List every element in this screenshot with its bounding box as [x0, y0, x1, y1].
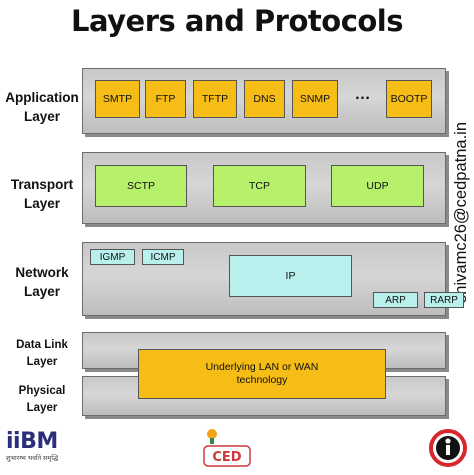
- datalink-layer-label-line1: Data Link: [16, 339, 68, 351]
- iibm-logo: iiBM शुभारम्भ भवति समृद्धि: [6, 430, 86, 470]
- underlying-line1: Underlying LAN or WAN: [205, 361, 319, 373]
- underlying-line2: technology: [236, 374, 288, 386]
- igmp-box: IGMP: [90, 249, 135, 265]
- transport-layer-label-line2: Layer: [23, 196, 61, 211]
- rarp-box: RARP: [424, 292, 464, 308]
- datalink-layer-label: Data Link Layer: [2, 337, 82, 371]
- network-layer-label: Network Layer: [2, 263, 82, 301]
- bootp-box: BOOTP: [386, 80, 432, 118]
- application-layer-label-line1: Application: [5, 90, 79, 105]
- ced-logo: CED: [200, 426, 254, 470]
- smtp-box: SMTP: [95, 80, 140, 118]
- email-side-text: shivamc26@cedpatna.in: [452, 122, 470, 303]
- iibm-logo-text: iiBM: [6, 429, 58, 454]
- datalink-layer-label-line2: Layer: [26, 356, 58, 368]
- udp-box: UDP: [331, 165, 424, 207]
- physical-layer-label-line1: Physical: [18, 385, 66, 397]
- application-layer-label-line2: Layer: [23, 109, 61, 124]
- i-circle-logo-icon: [429, 429, 467, 467]
- network-layer-label-line1: Network: [15, 265, 69, 280]
- transport-layer-label: Transport Layer: [2, 175, 82, 213]
- dns-box: DNS: [244, 80, 285, 118]
- sctp-box: SCTP: [95, 165, 187, 207]
- snmp-box: SNMP: [292, 80, 338, 118]
- arp-box: ARP: [373, 292, 418, 308]
- icmp-box: ICMP: [142, 249, 184, 265]
- iibm-logo-tagline: शुभारम्भ भवति समृद्धि: [6, 455, 59, 462]
- ced-logo-icon: CED: [203, 429, 251, 467]
- tcp-box: TCP: [213, 165, 306, 207]
- tftp-box: TFTP: [193, 80, 237, 118]
- page-title: Layers and Protocols: [70, 4, 404, 38]
- ced-logo-text: CED: [212, 450, 241, 465]
- physical-layer-label: Physical Layer: [2, 383, 82, 417]
- ip-box: IP: [229, 255, 352, 297]
- more-protocols-ellipsis: …: [354, 86, 371, 103]
- brand-circle-logo: [428, 428, 468, 468]
- underlying-lan-wan-box: Underlying LAN or WAN technology: [138, 349, 386, 399]
- transport-layer-label-line1: Transport: [10, 177, 74, 192]
- physical-layer-label-line2: Layer: [26, 402, 58, 414]
- network-layer-label-line2: Layer: [23, 284, 61, 299]
- ftp-box: FTP: [145, 80, 186, 118]
- application-layer-label: Application Layer: [2, 88, 82, 126]
